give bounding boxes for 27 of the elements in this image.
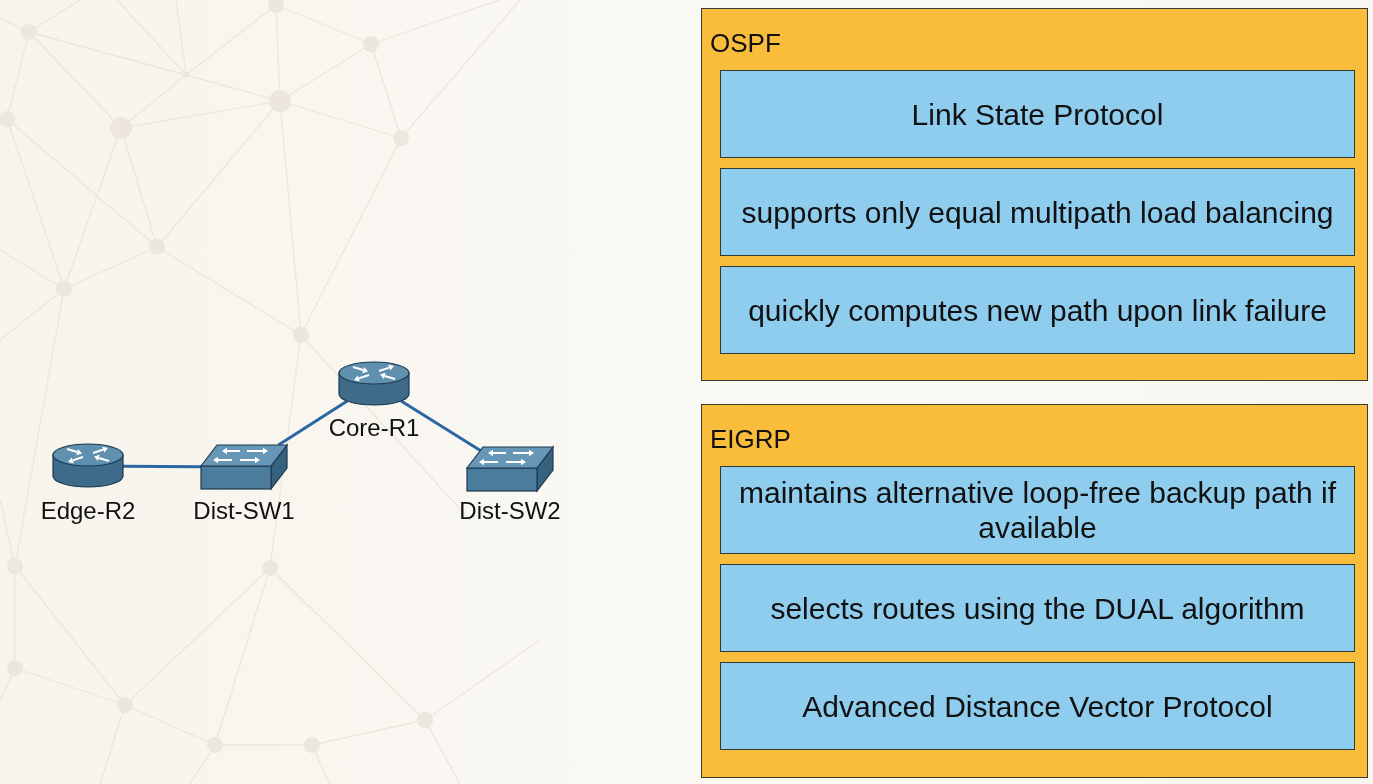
protocol-panel bbox=[701, 8, 1368, 381]
panel-title: OSPF bbox=[710, 28, 781, 58]
router-icon bbox=[338, 361, 410, 407]
feature-text: quickly computes new path upon link failure bbox=[748, 292, 1327, 328]
device-label: Dist-SW2 bbox=[459, 497, 561, 525]
feature-text: Link State Protocol bbox=[911, 96, 1164, 132]
feature-box bbox=[720, 168, 1355, 256]
switch-icon bbox=[200, 444, 288, 490]
feature-box bbox=[720, 70, 1355, 158]
switch-icon bbox=[466, 446, 554, 492]
feature-text: selects routes using the DUAL algorithm bbox=[770, 590, 1305, 626]
network-link bbox=[400, 399, 482, 452]
feature-box bbox=[720, 266, 1355, 354]
network-link bbox=[277, 399, 349, 447]
network-link bbox=[123, 464, 201, 469]
protocol-panel bbox=[701, 404, 1368, 778]
feature-box bbox=[720, 564, 1355, 652]
feature-box bbox=[720, 662, 1355, 750]
feature-text: Advanced Distance Vector Protocol bbox=[802, 688, 1273, 724]
feature-box bbox=[720, 466, 1355, 554]
device-label: Core-R1 bbox=[328, 414, 420, 442]
router-icon bbox=[52, 443, 124, 489]
device-label: Dist-SW1 bbox=[193, 497, 295, 525]
panel-title: EIGRP bbox=[710, 424, 791, 454]
device-label: Edge-R2 bbox=[40, 497, 136, 525]
feature-text: maintains alternative loop-free backup path if available bbox=[738, 475, 1337, 545]
feature-text: supports only equal multipath load balancing bbox=[741, 194, 1334, 230]
